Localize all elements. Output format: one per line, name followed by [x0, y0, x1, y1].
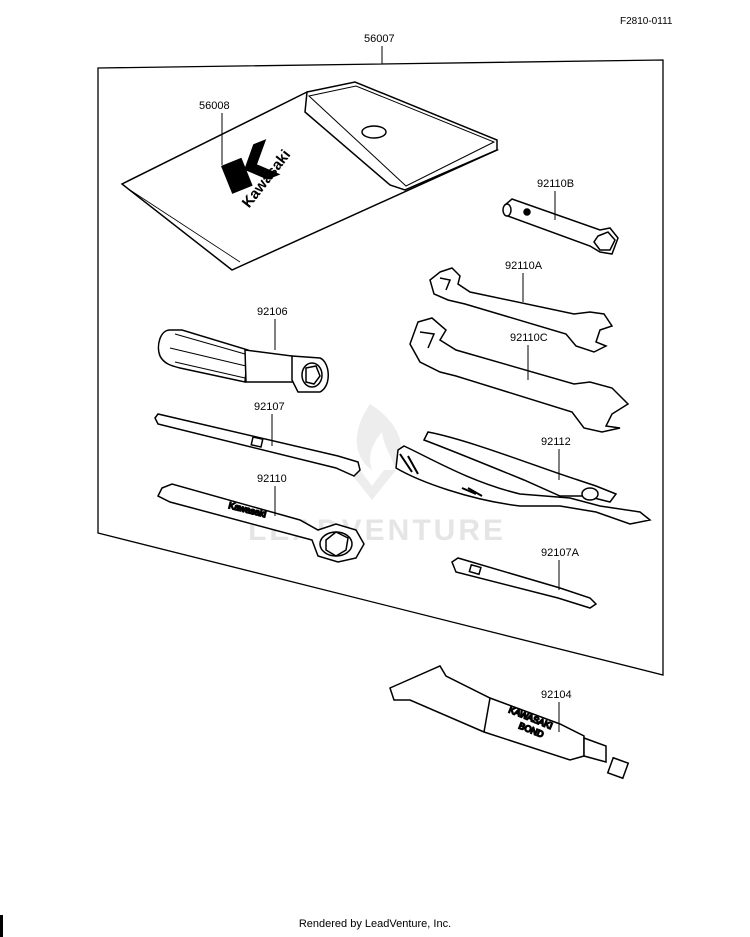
ring-wrench: Kawasaki [156, 483, 365, 563]
open-end-wrench-c [409, 317, 630, 433]
screwdriver-handle [157, 329, 329, 393]
open-end-wrench-a [429, 267, 614, 353]
part-label-92112: 92112 [541, 436, 571, 448]
part-label-92110: 92110 [257, 473, 287, 485]
screwdriver-bit-a [451, 557, 598, 609]
part-label-92104: 92104 [541, 689, 572, 701]
edge-mark [0, 915, 3, 937]
part-label-56008: 56008 [199, 100, 230, 112]
pliers [395, 431, 652, 525]
part-label-92107: 92107 [254, 401, 285, 413]
kit-outline [97, 59, 664, 676]
screwdriver-bit [154, 413, 361, 477]
socket-wrench [502, 198, 619, 255]
part-label-92110b: 92110B [537, 178, 574, 190]
bond-tube: KAWASAKI BOND [389, 665, 630, 780]
part-label-92110c: 92110C [510, 332, 548, 344]
tool-pouch [120, 81, 500, 271]
footer-credit: Rendered by LeadVenture, Inc. [298, 918, 452, 930]
part-label-92110a: 92110A [505, 260, 543, 272]
part-label-92106: 92106 [257, 306, 288, 318]
part-label-56007: 56007 [364, 33, 395, 45]
figure-code: F2810-0111 [620, 16, 673, 27]
part-label-92107a: 92107A [541, 547, 580, 559]
